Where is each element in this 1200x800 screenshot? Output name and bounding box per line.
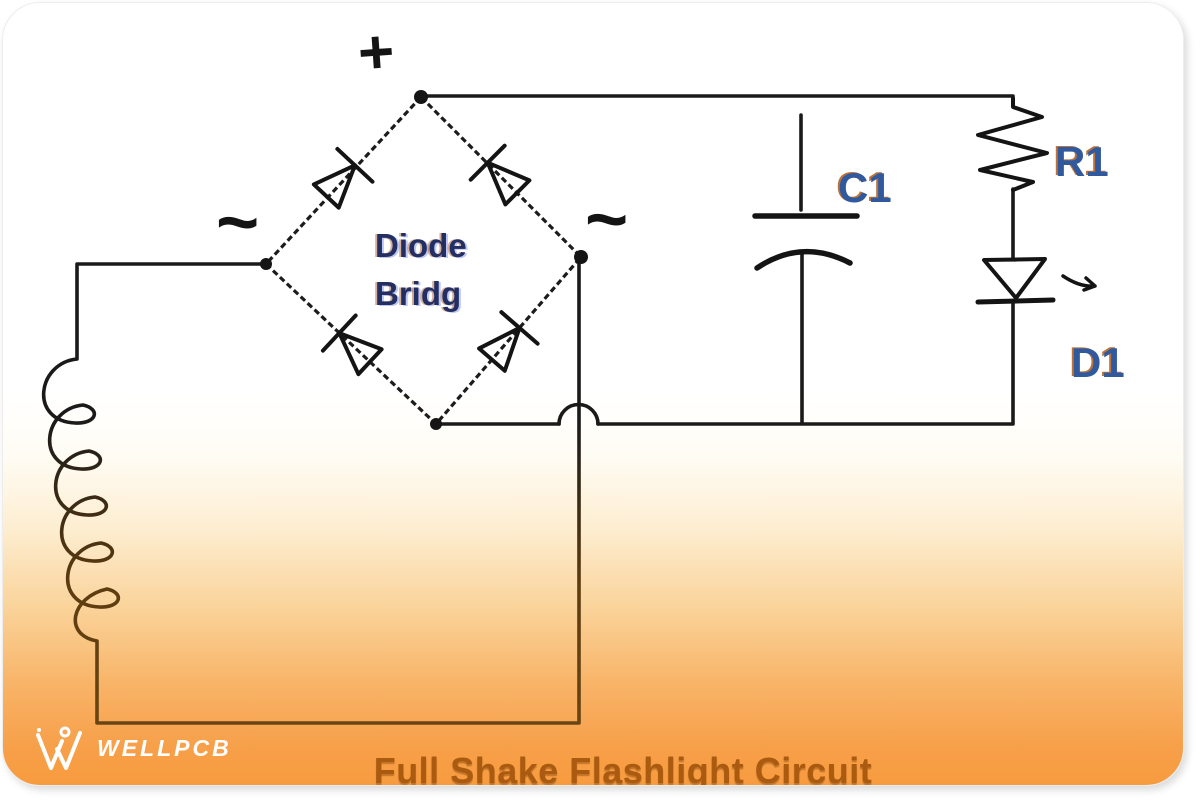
- shake-coil-inductor-and-return-wire: [41, 255, 581, 725]
- wire-crossover-hop: [557, 402, 600, 426]
- gradient-card-background: + ~ ~ Diode Bridg C1 R1 D1 Full Shake Fl…: [2, 2, 1184, 786]
- resistor-zigzag: [976, 96, 1049, 192]
- circuit-drawing: [41, 90, 1097, 725]
- diode-bridge-label: Diode Bridg: [375, 222, 467, 318]
- ac-tilde-left-symbol: ~: [216, 180, 260, 263]
- diode-bridge-label-line1: Diode: [375, 227, 467, 264]
- bridge-diode-top-left: [311, 146, 375, 210]
- node-bottom-negative: [430, 418, 442, 430]
- capacitor-label: C1: [838, 164, 892, 211]
- brand-logo: WELLPCB: [31, 723, 232, 773]
- led-triangle: [982, 257, 1047, 300]
- diagram-caption: Full Shake Flashlight Circuit: [373, 750, 873, 786]
- brand-name: WELLPCB: [97, 734, 232, 761]
- diode-bridge-label-line2: Bridg: [375, 275, 462, 312]
- interconnect-wires: [419, 94, 1015, 426]
- led-cathode-bar: [975, 297, 1056, 305]
- node-ac-right: [574, 250, 588, 264]
- bridge-diode-top-right: [468, 143, 532, 207]
- resistor-label: R1: [1055, 138, 1109, 185]
- wellpcb-w-icon: [36, 726, 82, 770]
- led-light-arrow: [1061, 274, 1097, 292]
- bridge-diode-bottom-left: [320, 313, 384, 377]
- node-top-positive: [414, 90, 428, 104]
- capacitor-curved-plate: [754, 248, 853, 271]
- led-label: D1: [1071, 339, 1125, 386]
- positive-terminal-symbol: +: [355, 16, 397, 89]
- bridge-diode-bottom-right: [477, 310, 540, 373]
- node-ac-left: [260, 258, 272, 270]
- ac-tilde-right-symbol: ~: [585, 177, 629, 260]
